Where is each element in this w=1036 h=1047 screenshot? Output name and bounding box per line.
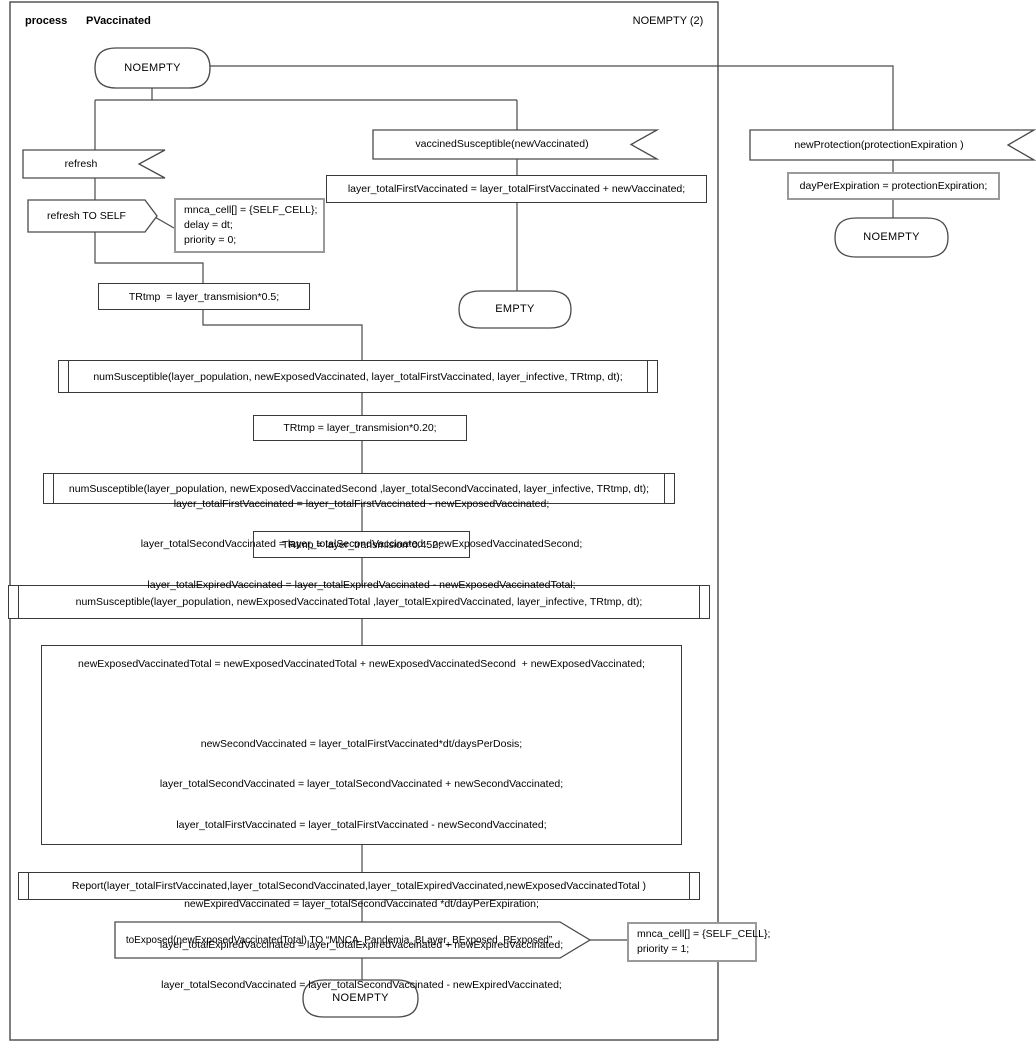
update-line: layer_totalSecondVaccinated = layer_tota… [161, 979, 562, 991]
update-block-box[interactable]: layer_totalFirstVaccinated = layer_total… [41, 498, 682, 991]
refresh-params-line: delay = dt; [184, 219, 233, 231]
state-protection-end-shape[interactable] [834, 217, 949, 258]
receive-refresh-label: refresh [64, 157, 98, 170]
send-to-exposed-shape[interactable] [114, 921, 592, 959]
update-line: newExposedVaccinatedTotal = newExposedVa… [78, 658, 645, 670]
to-exposed-params-line: priority = 1; [637, 943, 690, 955]
process-name-label: PVaccinated [86, 15, 151, 27]
edge-send-to-trtmp1 [94, 232, 204, 283]
process-boundary [9, 1, 719, 1041]
receive-refresh-shape[interactable] [22, 149, 166, 179]
refresh-params-line: priority = 0; [184, 234, 237, 246]
to-exposed-params-line: mnca_cell[] = {SELF_CELL}; [637, 928, 771, 940]
update-line: layer_totalSecondVaccinated = layer_tota… [159, 778, 564, 790]
send-refresh-self-label: refresh TO SELF [47, 209, 126, 222]
update-line: newSecondVaccinated = layer_totalFirstVa… [200, 737, 523, 750]
connector-group [94, 65, 894, 980]
edge-send-to-params [152, 215, 175, 229]
num-susceptible-3-box[interactable]: numSusceptible(layer_population, newExpo… [8, 585, 710, 619]
state-top-shape[interactable] [94, 47, 211, 89]
update-line: layer_totalFirstVaccinated = layer_total… [176, 818, 547, 831]
state-empty-shape[interactable] [458, 290, 572, 329]
update-group: newExpiredVaccinated = layer_totalSecond… [160, 871, 563, 1020]
update-line: layer_totalFirstVaccinated = layer_total… [173, 497, 550, 510]
edge-top-to-newprotection [210, 65, 894, 131]
edge-trtmp1-to-num1 [202, 310, 363, 360]
day-per-expiration-box[interactable]: dayPerExpiration = protectionExpiration; [787, 172, 1000, 200]
send-refresh-self-shape[interactable] [27, 199, 158, 233]
trtmp-020-box[interactable]: TRtmp = layer_transmision*0.20; [253, 415, 467, 441]
first-vaccination-box[interactable]: layer_totalFirstVaccinated = layer_total… [326, 175, 707, 203]
state-bottom-label: NOEMPTY [332, 992, 389, 1004]
process-keyword-label: process [25, 15, 68, 27]
state-annotation-label: NOEMPTY (2) [632, 15, 704, 27]
receive-vaccined-label: vaccinedSusceptible(newVaccinated) [415, 138, 589, 150]
update-line: layer_totalExpiredVaccinated = layer_tot… [159, 938, 564, 951]
day-per-expiration-text: dayPerExpiration = protectionExpiration; [799, 179, 988, 192]
send-to-exposed-label: toExposed(newExposedVaccinatedTotal) TO … [125, 934, 553, 946]
state-bottom-shape[interactable] [302, 979, 419, 1018]
update-line: newExpiredVaccinated = layer_totalSecond… [184, 898, 539, 910]
receive-newprotection-label: newProtection(protectionExpiration ) [794, 138, 964, 151]
receive-vaccined-shape[interactable] [372, 129, 660, 160]
refresh-params-box[interactable]: mnca_cell[] = {SELF_CELL}; delay = dt; p… [174, 198, 325, 253]
num-susceptible-1-box[interactable]: numSusceptible(layer_population, newExpo… [58, 360, 658, 393]
receive-newprotection-shape[interactable] [749, 129, 1036, 161]
update-line: layer_totalSecondVaccinated = layer_tota… [140, 538, 583, 550]
report-box[interactable]: Report(layer_totalFirstVaccinated,layer_… [18, 872, 700, 900]
refresh-params-line: mnca_cell[] = {SELF_CELL}; [184, 204, 318, 216]
state-top-label: NOEMPTY [124, 61, 181, 74]
update-group: layer_totalFirstVaccinated = layer_total… [141, 471, 583, 620]
num-susceptible-2-box[interactable]: numSusceptible(layer_population, newExpo… [43, 473, 675, 504]
trtmp-0452-box[interactable]: TRtmp = layer_transmision*0.452; [253, 531, 470, 558]
update-group: newSecondVaccinated = layer_totalFirstVa… [160, 711, 563, 860]
to-exposed-params-box[interactable]: mnca_cell[] = {SELF_CELL}; priority = 1; [627, 922, 770, 962]
trtmp-05-box[interactable]: TRtmp = layer_transmision*0.5; [98, 283, 310, 310]
update-line: layer_totalExpiredVaccinated = layer_tot… [147, 578, 576, 591]
state-protection-end-label: NOEMPTY [863, 231, 920, 243]
update-group: newExposedVaccinatedTotal = newExposedVa… [78, 631, 645, 699]
state-empty-label: EMPTY [495, 303, 535, 315]
